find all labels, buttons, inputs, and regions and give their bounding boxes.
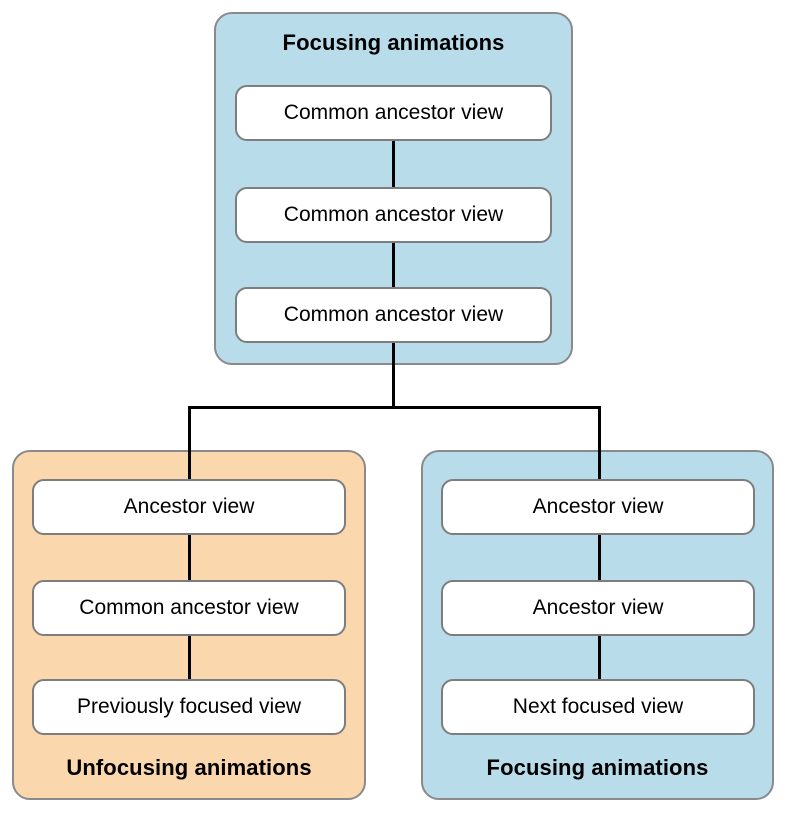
node-right-ancestor-view-2: Ancestor view: [441, 580, 755, 636]
node-top-common-ancestor-2: Common ancestor view: [235, 187, 552, 243]
connector-branch-right-drop: [598, 406, 601, 480]
group-caption-right: Focusing animations: [486, 755, 709, 780]
node-left-previously-focused-view: Previously focused view: [32, 679, 346, 735]
connector-top-1-to-2: [392, 139, 395, 189]
connector-top-group-stem: [392, 341, 395, 409]
node-left-common-ancestor-view: Common ancestor view: [32, 580, 346, 636]
connector-left-1-to-2: [188, 533, 191, 582]
connector-branch-bus: [188, 406, 601, 409]
node-right-ancestor-view-1: Ancestor view: [441, 479, 755, 535]
group-caption-top: Focusing animations: [282, 30, 505, 55]
node-left-ancestor-view: Ancestor view: [32, 479, 346, 535]
node-top-common-ancestor-1: Common ancestor view: [235, 85, 552, 141]
group-caption-left: Unfocusing animations: [66, 755, 312, 780]
connector-right-1-to-2: [598, 533, 601, 582]
connector-top-2-to-3: [392, 241, 395, 289]
connector-right-2-to-3: [598, 634, 601, 681]
connector-branch-left-drop: [188, 406, 191, 480]
node-right-next-focused-view: Next focused view: [441, 679, 755, 735]
connector-left-2-to-3: [188, 634, 191, 681]
node-top-common-ancestor-3: Common ancestor view: [235, 287, 552, 343]
